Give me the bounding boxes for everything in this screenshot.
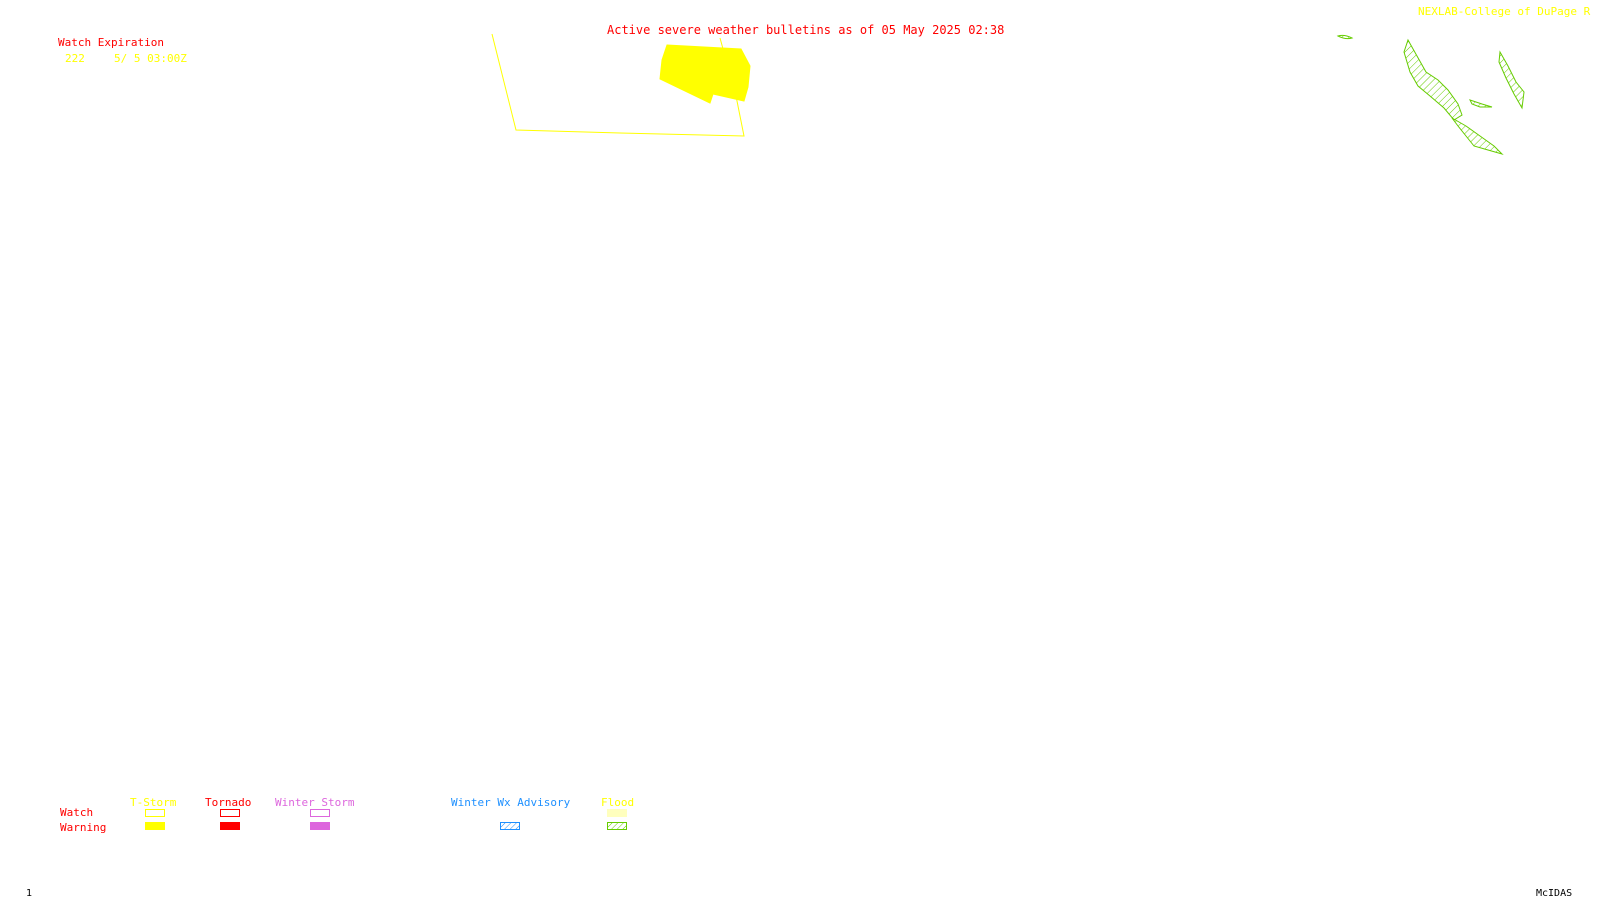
winter-storm-warning-swatch [310,822,330,830]
legend-category-winter-storm: Winter Storm [275,796,355,809]
legend-row-watch: Watch [60,806,94,819]
tornado-warning-swatch [220,822,240,830]
tstorm-warning-polygon [659,44,751,104]
legend-category-tstorm: T-Storm [130,796,177,809]
winter-storm-watch-swatch [310,809,330,817]
watch-number: 222 [65,52,85,65]
flood-warning-polygon [1498,50,1525,110]
software-label: McIDAS [1536,888,1573,899]
tstorm-watch-swatch [145,809,165,817]
flood-warning-polygon [1403,38,1463,121]
bulletin-title: Active severe weather bulletins as of 05… [607,23,1005,37]
flood-warning-polygon [1469,99,1493,108]
tornado-watch-swatch [220,809,240,817]
tstorm-warning-swatch [145,822,165,830]
flood-watch-swatch [607,809,627,817]
flood-warning-swatch [607,822,627,830]
legend-category-tornado: Tornado [205,796,252,809]
watch-expiration-time: 5/ 5 03:00Z [114,52,187,65]
legend-category-flood: Flood [601,796,635,809]
winter-wx-advisory-swatch [500,822,520,830]
legend-row-warning: Warning [60,821,107,834]
frame-number: 1 [26,888,33,899]
watch-expiration-heading: Watch Expiration [58,36,164,49]
legend-category-winter-wx-advisory: Winter Wx Advisory [451,796,571,809]
flood-warning-polygon [1336,34,1354,40]
source-credit: NEXLAB-College of DuPage R [1418,5,1591,18]
flood-warning-polygon [1451,117,1504,156]
